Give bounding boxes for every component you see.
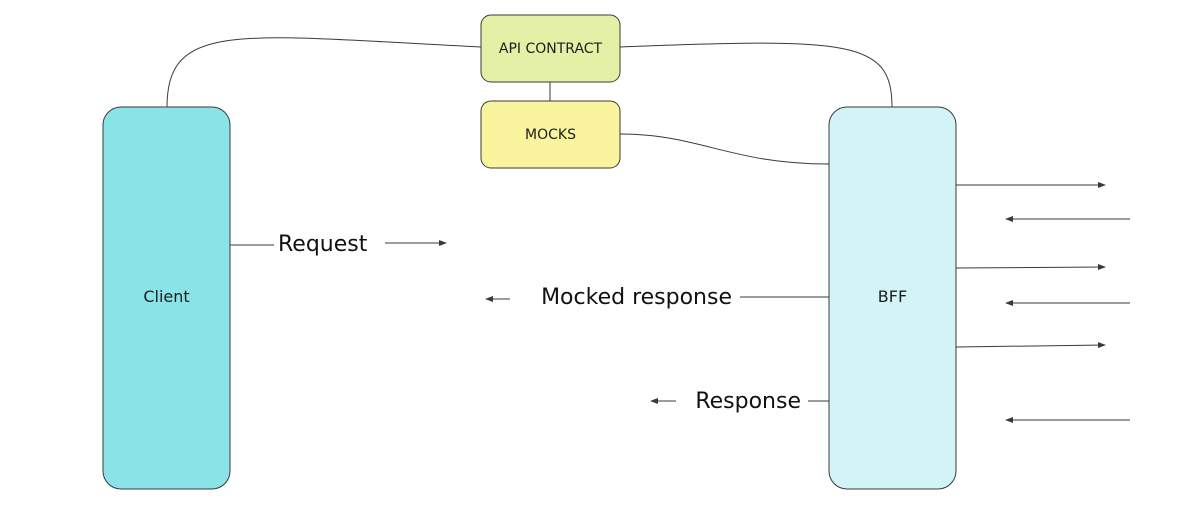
response-label: Response [695, 389, 801, 414]
bff-node: BFF [828, 106, 957, 490]
downstream-outgoing-arrow [955, 264, 1106, 271]
downstream-arrows [955, 182, 1130, 423]
mocked-response-edge: Mocked response [485, 285, 829, 310]
mocked-response-label: Mocked response [541, 285, 732, 310]
api-contract-box [480, 14, 621, 83]
api-contract-to-bff-connector [619, 42, 893, 108]
request-label: Request [278, 232, 368, 257]
client-node: Client [102, 106, 231, 490]
request-edge: Request [230, 232, 447, 257]
mocks-label: MOCKS [525, 127, 576, 143]
mocks-node: MOCKS [480, 100, 621, 169]
api-contract-label: API CONTRACT [499, 41, 603, 57]
mocks-box [480, 100, 621, 169]
mocks-to-bff-connector [619, 133, 830, 165]
response-edge: Response [650, 389, 829, 414]
client-box [102, 106, 231, 490]
bff-label: BFF [878, 287, 907, 306]
bff-box [828, 106, 957, 490]
client-to-api-contract-connector [166, 37, 482, 108]
downstream-outgoing-arrow [955, 342, 1106, 349]
client-label: Client [143, 287, 189, 306]
api-contract-node: API CONTRACT [480, 14, 621, 83]
